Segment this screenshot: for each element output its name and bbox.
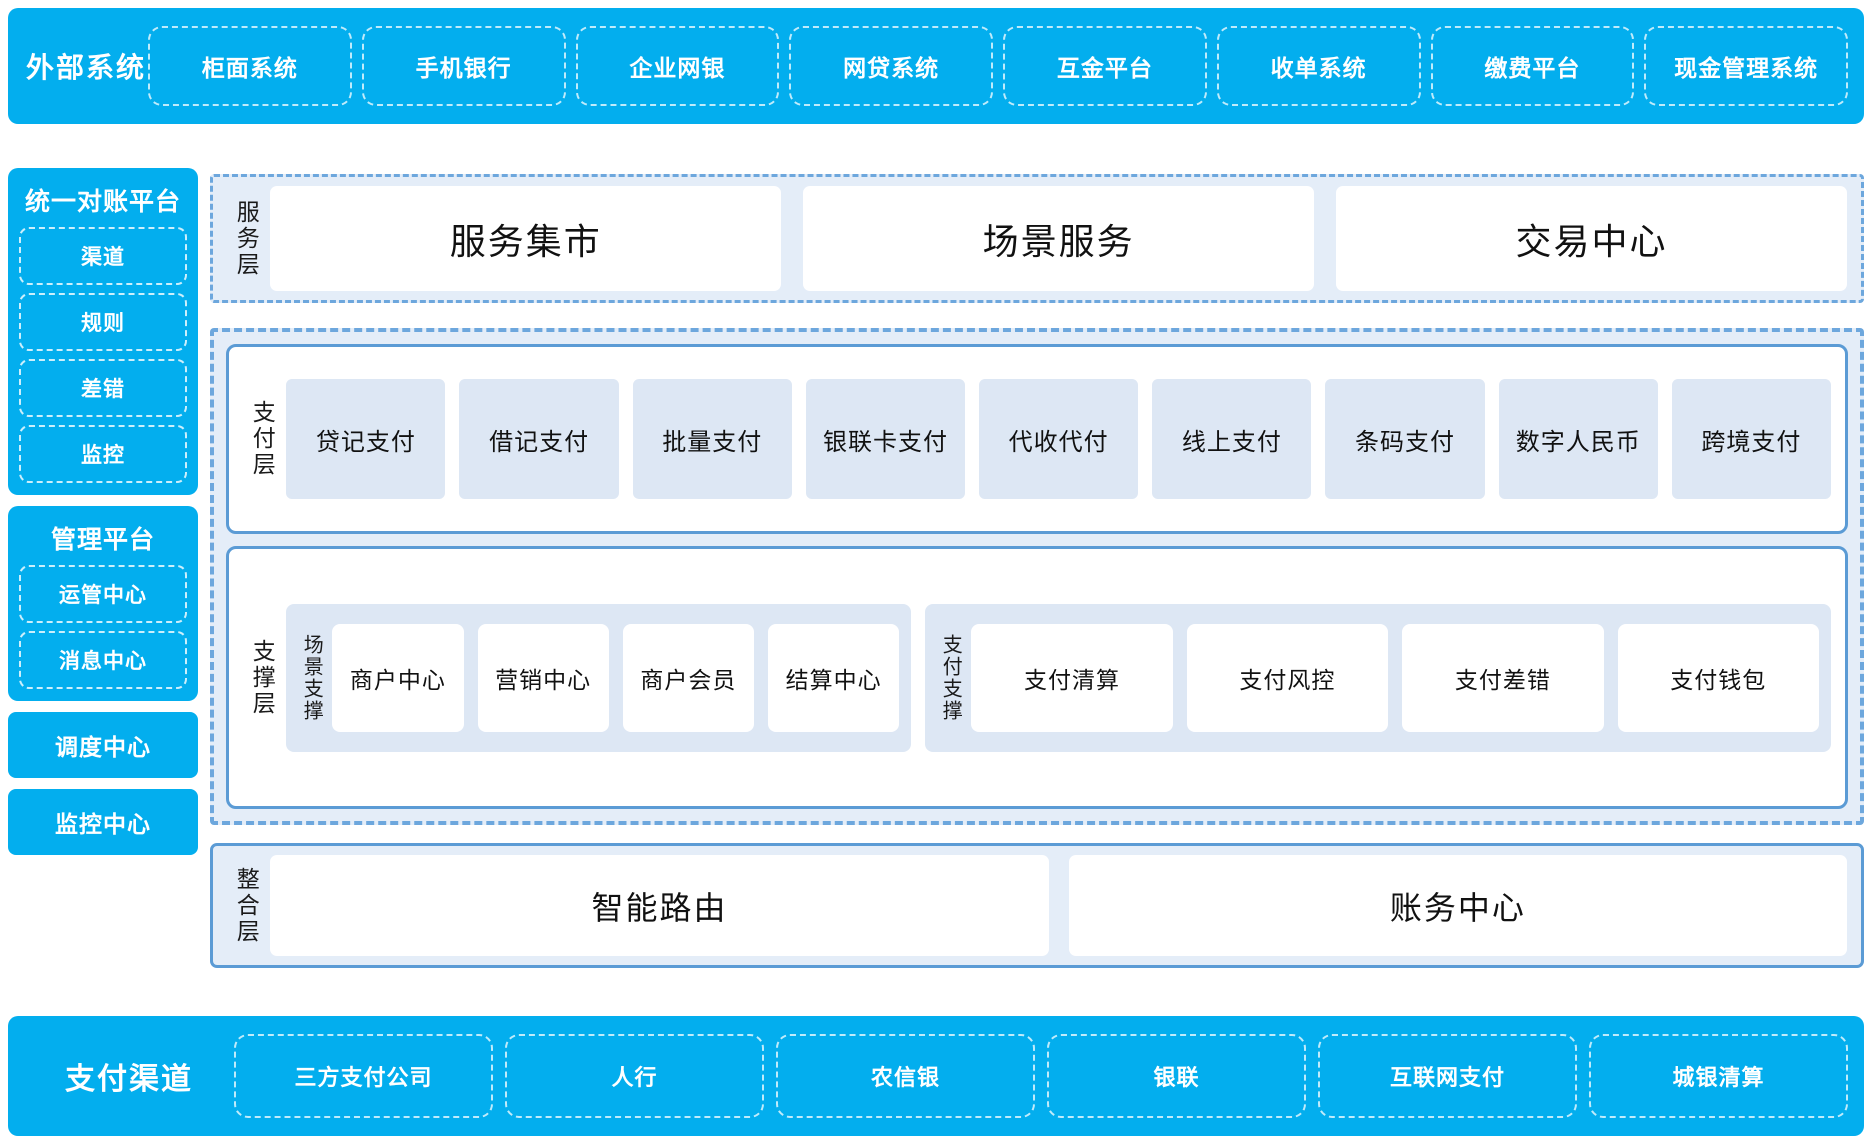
support-group-payment-label: 支付支撑 [939, 634, 961, 722]
payment-item-collection-payment[interactable]: 代收代付 [979, 379, 1138, 499]
support-layer-label: 支撑层 [249, 639, 274, 717]
sidebar-item-monitor[interactable]: 监控 [19, 425, 187, 483]
service-card-market[interactable]: 服务集市 [270, 186, 781, 291]
external-systems-title: 外部系统 [24, 46, 148, 86]
external-system-item[interactable]: 网贷系统 [789, 26, 993, 106]
sidebar-block-title: 管理平台 [19, 516, 187, 565]
external-systems-bar: 外部系统 柜面系统 手机银行 企业网银 网贷系统 互金平台 收单系统 缴费平台 … [8, 8, 1864, 124]
core-layers-container: 支付层 贷记支付 借记支付 批量支付 银联卡支付 代收代付 线上支付 条码支付 … [210, 328, 1864, 825]
support-card-settlement-center[interactable]: 结算中心 [768, 624, 899, 732]
sidebar-item-channel[interactable]: 渠道 [19, 227, 187, 285]
payment-item-digital-rmb[interactable]: 数字人民币 [1499, 379, 1658, 499]
payment-channel-item[interactable]: 互联网支付 [1318, 1034, 1577, 1118]
support-card-payment-risk[interactable]: 支付风控 [1187, 624, 1388, 732]
sidebar-item-operation-center[interactable]: 运管中心 [19, 565, 187, 623]
support-card-merchant-member[interactable]: 商户会员 [623, 624, 754, 732]
sidebar-block-title: 统一对账平台 [19, 178, 187, 227]
sidebar-block-reconciliation: 统一对账平台 渠道 规则 差错 监控 [8, 168, 198, 495]
service-card-transaction[interactable]: 交易中心 [1336, 186, 1847, 291]
support-group-scene-label: 场景支撑 [300, 634, 322, 722]
sidebar-item-monitor-center[interactable]: 监控中心 [8, 789, 198, 855]
support-card-merchant-center[interactable]: 商户中心 [332, 624, 463, 732]
support-group-scene: 场景支撑 商户中心 营销中心 商户会员 结算中心 [286, 604, 911, 752]
external-system-item[interactable]: 柜面系统 [148, 26, 352, 106]
payment-layer-panel: 支付层 贷记支付 借记支付 批量支付 银联卡支付 代收代付 线上支付 条码支付 … [226, 344, 1848, 534]
sidebar-item-error[interactable]: 差错 [19, 359, 187, 417]
service-card-scene[interactable]: 场景服务 [803, 186, 1314, 291]
sidebar-item-dispatch-center[interactable]: 调度中心 [8, 712, 198, 778]
support-layer-group-list: 场景支撑 商户中心 营销中心 商户会员 结算中心 支付支撑 支付清算 支付风控 [286, 604, 1831, 752]
payment-item-debit[interactable]: 借记支付 [459, 379, 618, 499]
payment-channel-item[interactable]: 三方支付公司 [234, 1034, 493, 1118]
payment-item-credit[interactable]: 贷记支付 [286, 379, 445, 499]
sidebar-block-management: 管理平台 运管中心 消息中心 [8, 506, 198, 701]
support-card-marketing-center[interactable]: 营销中心 [478, 624, 609, 732]
payment-item-unionpay-card[interactable]: 银联卡支付 [806, 379, 965, 499]
payment-item-online[interactable]: 线上支付 [1152, 379, 1311, 499]
left-sidebar: 统一对账平台 渠道 规则 差错 监控 管理平台 运管中心 消息中心 调度中心 监… [8, 168, 198, 866]
integration-layer-card-list: 智能路由 账务中心 [270, 855, 1847, 956]
support-group-payment-card-list: 支付清算 支付风控 支付差错 支付钱包 [971, 624, 1819, 732]
external-system-item[interactable]: 互金平台 [1003, 26, 1207, 106]
external-systems-chip-list: 柜面系统 手机银行 企业网银 网贷系统 互金平台 收单系统 缴费平台 现金管理系… [148, 8, 1848, 124]
payment-item-batch[interactable]: 批量支付 [633, 379, 792, 499]
support-group-scene-card-list: 商户中心 营销中心 商户会员 结算中心 [332, 624, 899, 732]
service-layer-label: 服务层 [233, 200, 258, 278]
external-system-item[interactable]: 缴费平台 [1431, 26, 1635, 106]
payment-channels-chip-list: 三方支付公司 人行 农信银 银联 互联网支付 城银清算 [234, 1016, 1848, 1136]
sidebar-item-rule[interactable]: 规则 [19, 293, 187, 351]
payment-channel-item[interactable]: 银联 [1047, 1034, 1306, 1118]
support-layer-panel: 支撑层 场景支撑 商户中心 营销中心 商户会员 结算中心 支付支撑 [226, 546, 1848, 809]
payment-channels-bar: 支付渠道 三方支付公司 人行 农信银 银联 互联网支付 城银清算 [8, 1016, 1864, 1136]
sidebar-item-message-center[interactable]: 消息中心 [19, 631, 187, 689]
payment-item-cross-border[interactable]: 跨境支付 [1672, 379, 1831, 499]
support-card-payment-error[interactable]: 支付差错 [1402, 624, 1603, 732]
support-card-payment-clearing[interactable]: 支付清算 [971, 624, 1172, 732]
payment-channel-item[interactable]: 农信银 [776, 1034, 1035, 1118]
payment-layer-item-list: 贷记支付 借记支付 批量支付 银联卡支付 代收代付 线上支付 条码支付 数字人民… [286, 379, 1831, 499]
payment-item-barcode[interactable]: 条码支付 [1325, 379, 1484, 499]
payment-channels-title: 支付渠道 [24, 1054, 234, 1098]
integration-card-smart-routing[interactable]: 智能路由 [270, 855, 1048, 956]
integration-layer-label: 整合层 [233, 867, 258, 945]
external-system-item[interactable]: 现金管理系统 [1644, 26, 1848, 106]
external-system-item[interactable]: 手机银行 [362, 26, 566, 106]
external-system-item[interactable]: 企业网银 [576, 26, 780, 106]
service-layer-panel: 服务层 服务集市 场景服务 交易中心 [210, 174, 1864, 303]
payment-channel-item[interactable]: 城银清算 [1589, 1034, 1848, 1118]
support-card-payment-wallet[interactable]: 支付钱包 [1618, 624, 1819, 732]
external-system-item[interactable]: 收单系统 [1217, 26, 1421, 106]
support-group-payment: 支付支撑 支付清算 支付风控 支付差错 支付钱包 [925, 604, 1831, 752]
payment-layer-label: 支付层 [249, 400, 274, 478]
integration-card-accounting-center[interactable]: 账务中心 [1069, 855, 1847, 956]
payment-channel-item[interactable]: 人行 [505, 1034, 764, 1118]
service-layer-card-list: 服务集市 场景服务 交易中心 [270, 186, 1847, 291]
integration-layer-panel: 整合层 智能路由 账务中心 [210, 843, 1864, 968]
